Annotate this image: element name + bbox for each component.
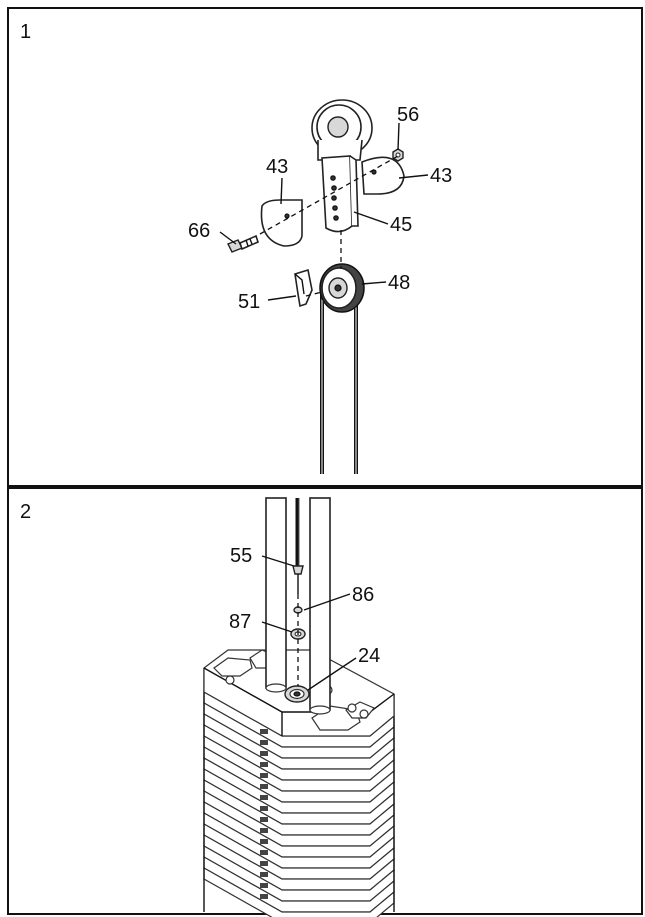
pulley-48 bbox=[319, 263, 365, 313]
callout-87: 87 bbox=[229, 611, 251, 633]
pin-hole bbox=[260, 806, 268, 811]
side-plate-43-right bbox=[361, 156, 405, 195]
panel-1-number: 1 bbox=[20, 21, 31, 43]
callout-48: 48 bbox=[388, 272, 410, 294]
callout-24: 24 bbox=[358, 645, 380, 667]
panel-1-frame bbox=[7, 7, 643, 487]
top-pulley bbox=[311, 99, 373, 161]
bushing-24 bbox=[284, 685, 310, 703]
pin-hole bbox=[260, 740, 268, 745]
pin-hole bbox=[260, 751, 268, 756]
panel-2-number: 2 bbox=[20, 501, 31, 523]
side-plate-43-left bbox=[260, 199, 303, 247]
pin-hole bbox=[260, 795, 268, 800]
callout-66: 66 bbox=[188, 220, 210, 242]
leader-lines-1 bbox=[219, 122, 429, 301]
callout-43-right: 43 bbox=[430, 165, 452, 187]
bracket-45 bbox=[321, 155, 359, 233]
callout-86: 86 bbox=[352, 584, 374, 606]
pin-hole bbox=[260, 861, 268, 866]
callout-43-left: 43 bbox=[266, 156, 288, 178]
selector-rod-55 bbox=[292, 498, 304, 594]
callout-55: 55 bbox=[230, 545, 252, 567]
assembly-guides-1 bbox=[259, 155, 399, 297]
bolt-66 bbox=[227, 234, 259, 253]
pin-hole bbox=[260, 729, 268, 734]
pin-hole bbox=[260, 872, 268, 877]
weight-stack bbox=[203, 668, 395, 917]
leader-lines-2 bbox=[261, 555, 357, 691]
nut-56 bbox=[392, 148, 404, 162]
callout-56: 56 bbox=[397, 104, 419, 126]
callout-51: 51 bbox=[238, 291, 260, 313]
pin-hole bbox=[260, 894, 268, 899]
pin-hole bbox=[260, 828, 268, 833]
pin-hole bbox=[260, 762, 268, 767]
pin-hole bbox=[260, 850, 268, 855]
pin-hole bbox=[260, 784, 268, 789]
pin-hole bbox=[260, 773, 268, 778]
pin-hole bbox=[260, 839, 268, 844]
pin-hole bbox=[260, 817, 268, 822]
cable-clip-51 bbox=[294, 268, 313, 308]
cable-pair bbox=[320, 282, 358, 474]
callout-45: 45 bbox=[390, 214, 412, 236]
pin-hole bbox=[260, 883, 268, 888]
